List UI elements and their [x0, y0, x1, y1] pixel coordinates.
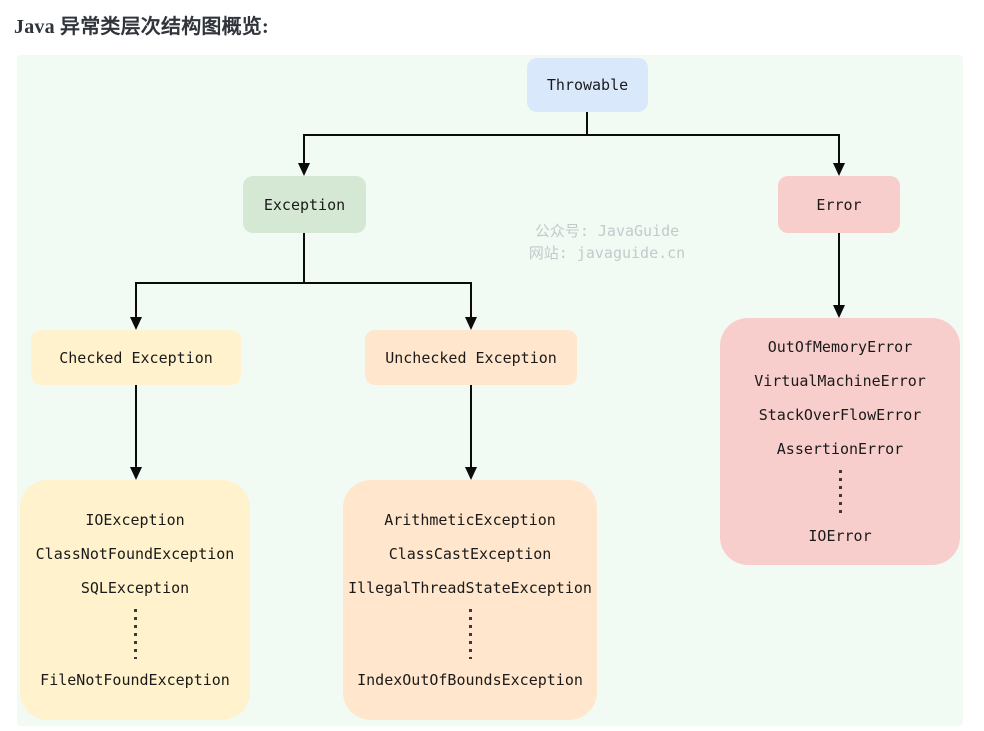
node-unchecked-exception-label: Unchecked Exception — [385, 348, 557, 367]
arrowhead-unchecked-list-icon — [465, 467, 477, 480]
edge-checked-to-list — [135, 385, 137, 468]
edge-to-checked — [135, 282, 137, 318]
edge-throwable-branch — [303, 134, 840, 136]
page-title: Java 异常类层次结构图概览: — [14, 16, 269, 38]
list-item: ClassNotFoundException — [35, 545, 235, 563]
arrowhead-unchecked-icon — [465, 317, 477, 330]
list-item: SQLException — [80, 579, 190, 597]
arrowhead-checked-icon — [130, 317, 142, 330]
arrowhead-checked-list-icon — [130, 467, 142, 480]
node-exception-label: Exception — [263, 195, 346, 214]
arrowhead-error-icon — [833, 163, 845, 176]
edge-error-to-list — [838, 233, 840, 306]
edge-to-error — [838, 134, 840, 164]
edge-to-unchecked — [470, 282, 472, 318]
list-item: IndexOutOfBoundsException — [357, 671, 583, 689]
watermark: 公众号: JavaGuide 网站: javaguide.cn — [457, 220, 757, 264]
ellipsis-dots-icon — [468, 609, 472, 659]
watermark-line2: 网站: javaguide.cn — [528, 244, 686, 262]
node-unchecked-exception: Unchecked Exception — [365, 330, 577, 385]
list-item: IOError — [808, 527, 872, 545]
edge-exception-stem — [303, 233, 305, 283]
ellipsis-dots-icon — [133, 609, 137, 659]
list-item: IOException — [85, 511, 185, 529]
diagram-canvas: Throwable Exception Error 公众号: JavaGuide… — [17, 55, 963, 726]
list-item: AssertionError — [776, 440, 904, 458]
checked-exception-list: IOException ClassNotFoundException SQLEx… — [20, 480, 250, 720]
list-item: FileNotFoundException — [40, 671, 230, 689]
list-item: OutOfMemoryError — [767, 338, 913, 356]
error-list: OutOfMemoryError VirtualMachineError Sta… — [720, 318, 960, 565]
node-checked-exception: Checked Exception — [31, 330, 241, 385]
node-throwable: Throwable — [527, 58, 648, 112]
node-throwable-label: Throwable — [546, 76, 629, 94]
edge-exception-branch — [135, 282, 471, 284]
list-item: ClassCastException — [388, 545, 552, 563]
edge-throwable-stem — [586, 112, 588, 135]
arrowhead-exception-icon — [298, 163, 310, 176]
node-exception: Exception — [243, 176, 366, 233]
list-item: IllegalThreadStateException — [348, 579, 592, 597]
list-item: VirtualMachineError — [754, 372, 926, 390]
ellipsis-dots-icon — [838, 470, 842, 515]
arrowhead-error-list-icon — [833, 305, 845, 318]
list-item: ArithmeticException — [384, 511, 556, 529]
edge-unchecked-to-list — [470, 385, 472, 468]
edge-to-exception — [303, 134, 305, 164]
watermark-line1: 公众号: JavaGuide — [534, 222, 680, 240]
list-item: StackOverFlowError — [758, 406, 922, 424]
node-error: Error — [778, 176, 900, 233]
node-error-label: Error — [816, 195, 862, 214]
unchecked-exception-list: ArithmeticException ClassCastException I… — [343, 480, 597, 720]
node-checked-exception-label: Checked Exception — [59, 348, 213, 367]
